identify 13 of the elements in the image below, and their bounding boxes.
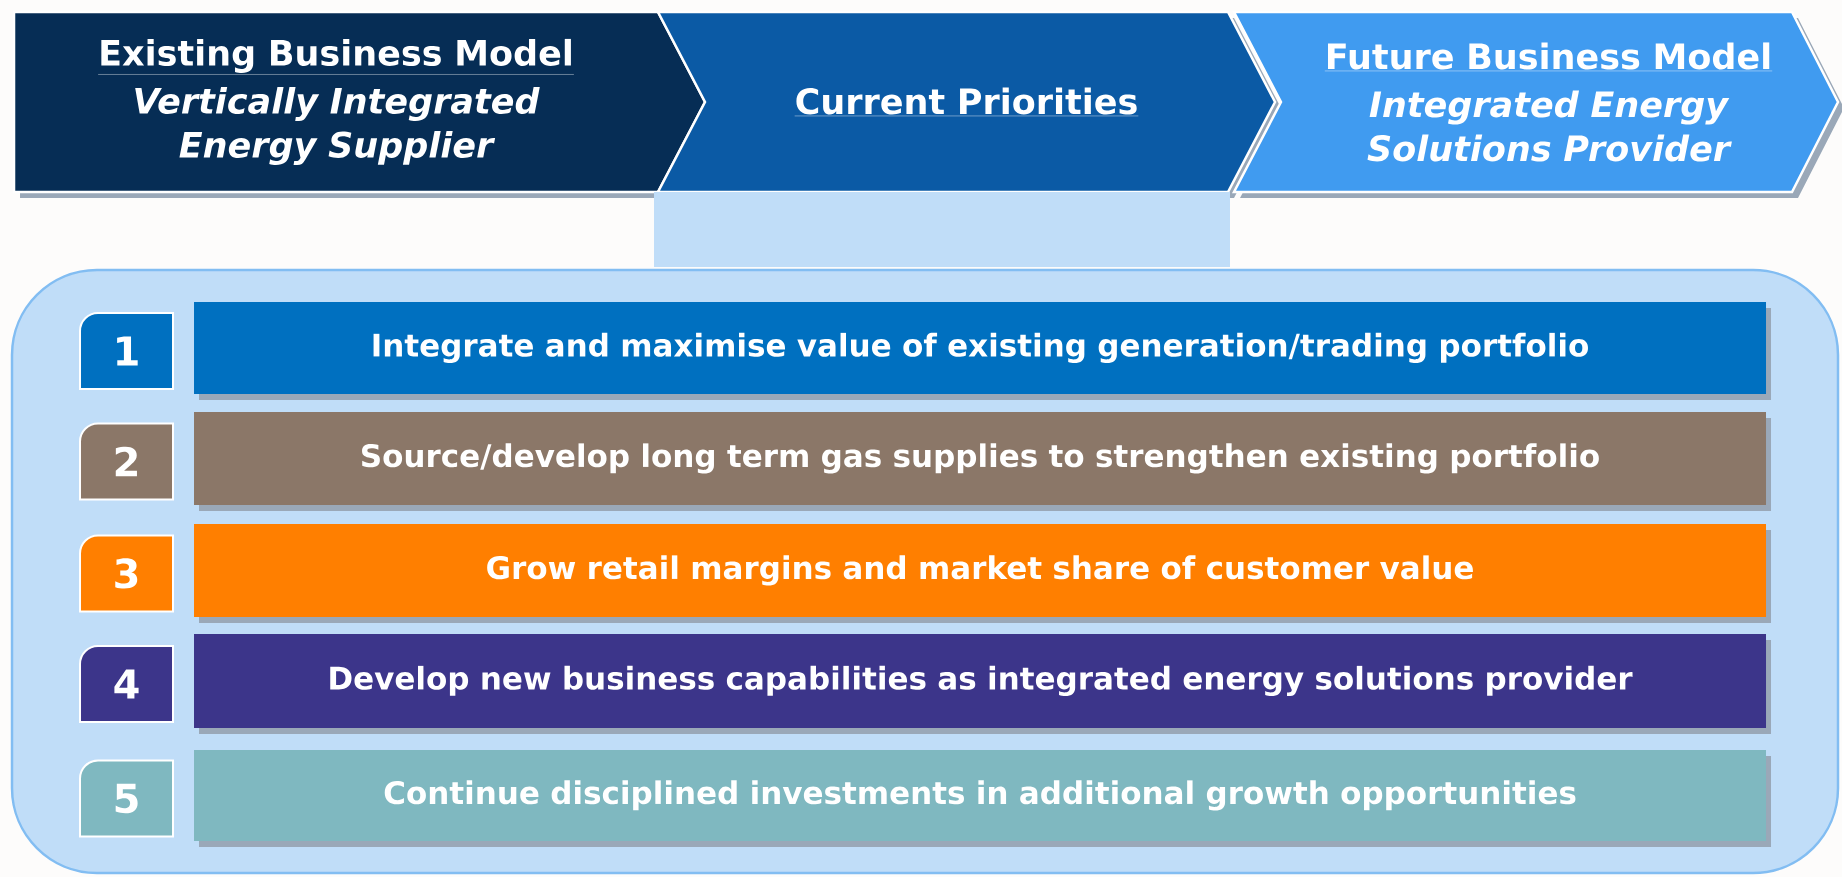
number-box: 2: [79, 422, 174, 501]
number-box: 5: [79, 759, 174, 838]
chevron-banner: Future Business Model Integrated Energy Solutions Provider: [1231, 10, 1842, 198]
priority-bar: Source/develop long term gas supplies to strengthen existing portfolio: [194, 412, 1771, 511]
number-box: 4: [79, 645, 174, 723]
chevron-banner: Current Priorities: [655, 10, 1281, 198]
chevron-banner: Existing Business Model Vertically Integrated Energy Supplier: [12, 10, 711, 198]
priority-bar: Continue disciplined investments in additional growth opportunities: [194, 750, 1771, 847]
priority-bar: Develop new business capabilities as integrated energy solutions provider: [194, 634, 1771, 734]
priority-bar: Grow retail margins and market share of customer value: [194, 524, 1771, 623]
priority-bar: Integrate and maximise value of existing generation/trading portfolio: [194, 302, 1771, 400]
number-box: 1: [79, 312, 174, 390]
number-box: 3: [79, 534, 174, 613]
